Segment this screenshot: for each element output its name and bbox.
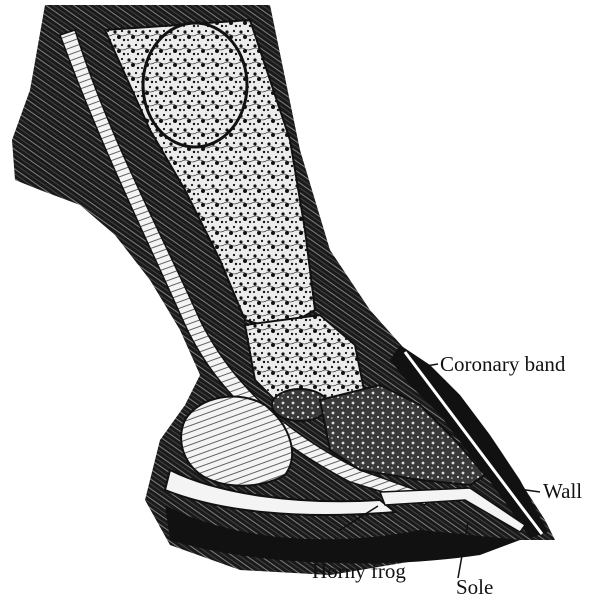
fetlock-condyle: [143, 23, 247, 147]
horny-frog-label: Horny frog: [312, 559, 406, 583]
wall-label: Wall: [543, 479, 582, 503]
sole-label: Sole: [456, 575, 493, 599]
navicular-bone: [272, 389, 328, 421]
coronary-band-label: Coronary band: [440, 352, 566, 376]
